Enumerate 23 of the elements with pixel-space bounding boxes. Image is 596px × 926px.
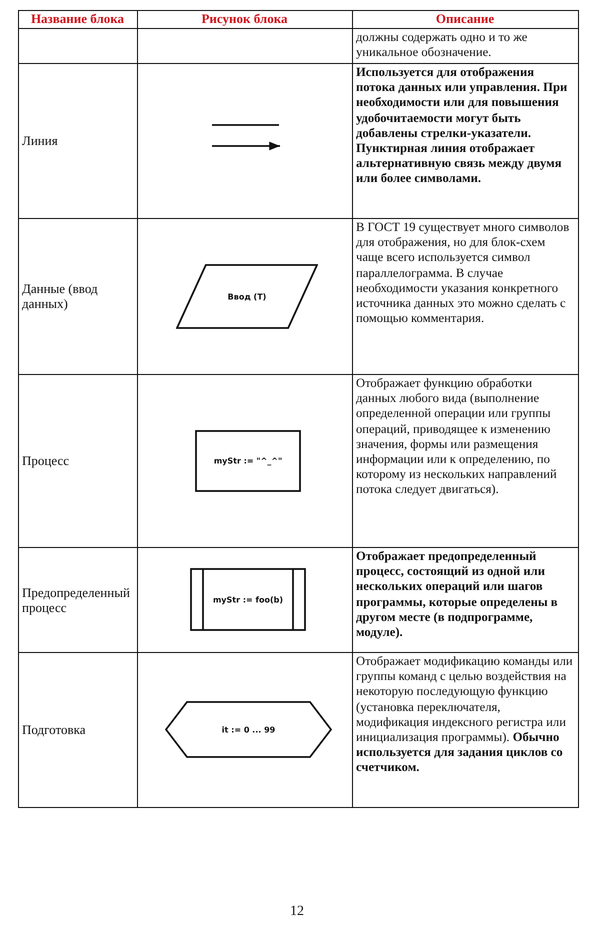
- block-name: Подготовка: [22, 722, 87, 738]
- code-text: myStr := foo(b): [212, 595, 284, 604]
- page-number: 12: [290, 904, 304, 920]
- code-text: myStr := "^_^": [212, 456, 284, 466]
- column-header: Рисунок блока: [200, 11, 289, 27]
- description-text: Отображает модификацию команды или группы команд с целью воздействия на некоторую последующую функцию (установка переключателя, модификация индексного регистра или инициализация программы). Обычно используется для задания циклов со счетчиком.: [356, 654, 574, 776]
- description-text: должны содержать одно и то же уникальное обозначение.: [356, 30, 528, 60]
- process-box: [195, 430, 301, 492]
- description-text: Отображает функцию обработки данных любого вида (выполнение определенной операции или группы операций, приводящее к изменению значения, формы или размещения информации или к определению, по которому из нескольких направлений потока следует двигаться).: [356, 376, 558, 498]
- code-text: it := 0 ... 99: [220, 725, 276, 734]
- block-name: Предопределенный процесс: [22, 585, 131, 616]
- column-header: Название блока: [30, 11, 126, 27]
- code-text: Ввод (T): [226, 292, 268, 301]
- preparation-hexagon: [165, 701, 332, 758]
- predefined-process-box: [190, 568, 306, 631]
- column-header: Описание: [434, 11, 496, 27]
- description-text: Используется для отображения потока данных или управления. При необходимости или для повышения удобочитаемости могут быть добавлены стрелки-указатели. Пунктирная линия отображает альтернативную связь между двумя или более символами.: [356, 65, 568, 187]
- description-text: Отображает предопределенный процесс, состоящий из одной или нескольких операций или шагов программы, которые определены в другом месте (в подпрограмме, модуле).: [356, 549, 559, 640]
- block-name: Процесс: [22, 453, 70, 468]
- block-name: Данные (ввод данных): [22, 281, 99, 312]
- data-parallelogram: [176, 264, 318, 329]
- description-text: В ГОСТ 19 существует много символов для отображения, но для блок-схем чаще всего используется символ параллелограмма. В случае необходимости указания конкретного источника данных это можно сделать с помощью комментария.: [356, 220, 570, 326]
- block-name: Линия: [22, 133, 59, 148]
